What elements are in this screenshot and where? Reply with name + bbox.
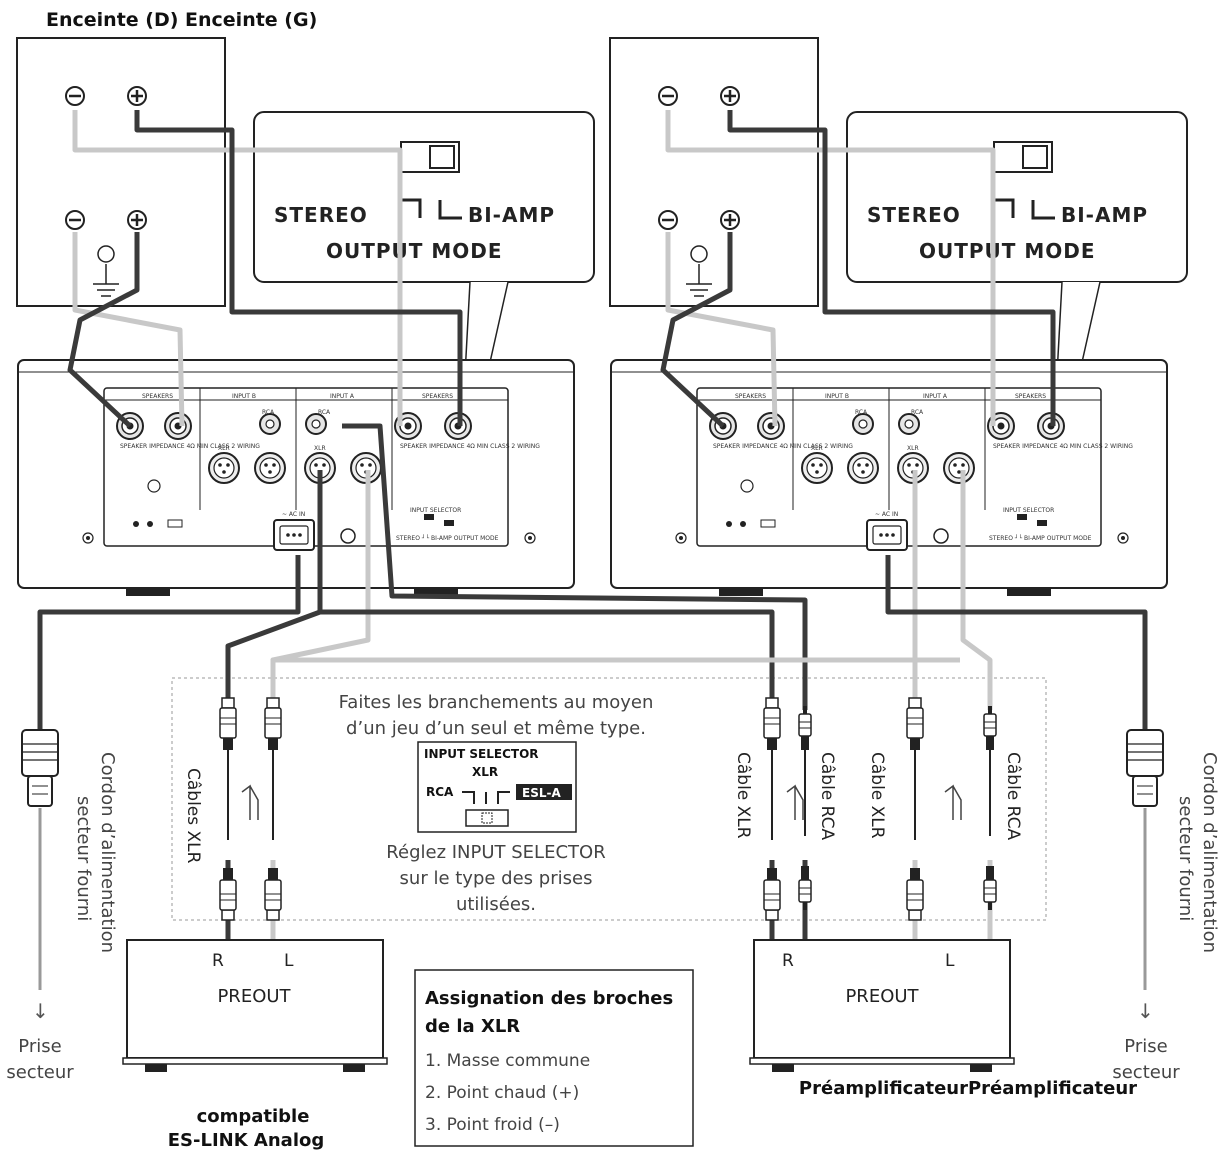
- amp-label-input-b-r: INPUT B: [825, 393, 849, 400]
- amp-ac-in: ~ AC IN: [282, 511, 305, 518]
- stereo-label-right: STEREO: [867, 203, 961, 227]
- output-mode-title: OUTPUT MODE: [326, 239, 503, 263]
- amp-label-xlr-2: XLR: [314, 445, 326, 452]
- cable-label-xlr-1: Câble XLR: [733, 752, 753, 839]
- instruction-line-4: sur le type des prises: [400, 868, 593, 889]
- preamp-right-l: L: [945, 951, 955, 971]
- stereo-label: STEREO: [274, 203, 368, 227]
- amp-ac-in-r: ~ AC IN: [875, 511, 898, 518]
- output-mode-callout-left: STEREO BI-AMP OUTPUT MODE: [253, 111, 595, 283]
- cable-label-xlr-pair: Câbles XLR: [183, 768, 203, 864]
- speakers-header: Enceinte (D) Enceinte (G): [46, 9, 317, 31]
- amp-label-input-a: INPUT A: [330, 393, 355, 400]
- amp-impedance-note-r2: SPEAKER IMPEDANCE 4Ω MIN CLASS 2 WIRING: [993, 443, 1133, 450]
- instruction-line-2: d’un jeu d’un seul et même type.: [346, 718, 646, 739]
- xlr-pin-box: Assignation des broches de la XLR 1. Mas…: [414, 969, 694, 1147]
- outlet-label-right-1: Prise: [1124, 1036, 1167, 1057]
- amp-label-speakers: SPEAKERS: [142, 393, 173, 400]
- outlet-arrow-right-icon: ↓: [1137, 999, 1154, 1023]
- power-cord-label-left-1: Cordon d’alimentation: [97, 752, 118, 953]
- power-plug-right: [1126, 729, 1164, 807]
- amp-label-rca-r: RCA: [855, 409, 868, 416]
- amp-label-rca: RCA: [262, 409, 275, 416]
- instruction-line-5: utilisées.: [456, 894, 536, 915]
- input-selector-box: INPUT SELECTOR XLR RCA ESL-A: [417, 741, 577, 833]
- preamp-right-caption: PréamplificateurPréamplificateur: [799, 1078, 1137, 1099]
- speaker-wires: [67, 110, 1056, 428]
- amp-label-speakers-2: SPEAKERS: [422, 393, 453, 400]
- amp-input-selector-small: INPUT SELECTOR: [410, 507, 461, 514]
- cable-plugs: [219, 697, 997, 921]
- preamp-right-title: PREOUT: [845, 986, 919, 1007]
- input-selector-title: INPUT SELECTOR: [424, 747, 539, 761]
- speaker-left: [15, 36, 227, 308]
- xlr-pin-2: 2. Point chaud (+): [425, 1083, 579, 1103]
- amp-input-selector-small-r: INPUT SELECTOR: [1003, 507, 1054, 514]
- outlet-label-left-1: Prise: [18, 1036, 61, 1057]
- xlr-pin-title-2: de la XLR: [425, 1016, 520, 1037]
- instructions: Faites les branchements au moyen d’un je…: [339, 692, 654, 915]
- cable-label-xlr-2: Câble XLR: [867, 752, 887, 839]
- preamp-left-caption-1: compatible: [197, 1106, 310, 1127]
- instruction-line-1: Faites les branchements au moyen: [339, 692, 654, 713]
- amp-output-mode-small-r: STEREO ┘└ BI-AMP OUTPUT MODE: [989, 534, 1092, 542]
- outlet-arrow-left-icon: ↓: [32, 999, 49, 1023]
- input-selector-rca: RCA: [426, 785, 454, 799]
- amp-impedance-note: SPEAKER IMPEDANCE 4Ω MIN CLASS 2 WIRING: [120, 443, 260, 450]
- amp-label-xlr-r2: XLR: [907, 445, 919, 452]
- amp-label-input-a-r: INPUT A: [923, 393, 948, 400]
- xlr-pin-3: 3. Point froid (–): [425, 1115, 560, 1135]
- instruction-line-3: Réglez INPUT SELECTOR: [386, 842, 605, 863]
- amp-label-xlr: XLR: [218, 445, 230, 452]
- amp-output-mode-small: STEREO ┘└ BI-AMP OUTPUT MODE: [396, 534, 499, 542]
- power-cord-label-left-2: secteur fourni: [73, 796, 94, 921]
- outlet-label-left-2: secteur: [6, 1062, 74, 1083]
- input-selector-esl: ESL-A: [522, 786, 561, 800]
- amp-impedance-note-r: SPEAKER IMPEDANCE 4Ω MIN CLASS 2 WIRING: [713, 443, 853, 450]
- amp-label-speakers-r: SPEAKERS: [735, 393, 766, 400]
- outlet-label-right-2: secteur: [1112, 1062, 1180, 1083]
- power-plug-left: [21, 729, 59, 807]
- biamp-label-right: BI-AMP: [1061, 203, 1148, 227]
- amp-impedance-note-2: SPEAKER IMPEDANCE 4Ω MIN CLASS 2 WIRING: [400, 443, 540, 450]
- biamp-label: BI-AMP: [468, 203, 555, 227]
- power-cord-label-right-1: Cordon d’alimentation: [1199, 752, 1220, 953]
- cable-label-rca-1: Câble RCA: [817, 752, 837, 841]
- preamp-left-l: L: [284, 951, 294, 971]
- output-mode-title-right: OUTPUT MODE: [919, 239, 1096, 263]
- input-selector-xlr: XLR: [472, 765, 498, 779]
- preamp-left-caption-2: ES-LINK Analog: [168, 1130, 325, 1151]
- amp-label-rca-2: RCA: [318, 409, 331, 416]
- cable-label-rca-2: Câble RCA: [1003, 752, 1023, 841]
- power-cords: ↓ ↓: [21, 555, 1164, 1023]
- preamp-left-title: PREOUT: [217, 986, 291, 1007]
- speaker-right: [608, 36, 820, 308]
- amp-labels-right: SPEAKERS INPUT B INPUT A SPEAKERS RCA RC…: [713, 393, 1133, 542]
- preamp-right-r: R: [782, 951, 794, 971]
- amp-labels-left: SPEAKERS INPUT B INPUT A SPEAKERS RCA RC…: [120, 393, 540, 542]
- xlr-pin-title-1: Assignation des broches: [425, 988, 673, 1009]
- amp-label-input-b: INPUT B: [232, 393, 256, 400]
- amp-label-speakers-r2: SPEAKERS: [1015, 393, 1046, 400]
- preamp-left-r: R: [212, 951, 224, 971]
- amp-label-xlr-r: XLR: [811, 445, 823, 452]
- output-mode-callout-right: STEREO BI-AMP OUTPUT MODE: [846, 111, 1188, 283]
- power-cord-label-right-2: secteur fourni: [1175, 796, 1196, 921]
- amp-label-rca-r2: RCA: [911, 409, 924, 416]
- xlr-pin-1: 1. Masse commune: [425, 1051, 590, 1071]
